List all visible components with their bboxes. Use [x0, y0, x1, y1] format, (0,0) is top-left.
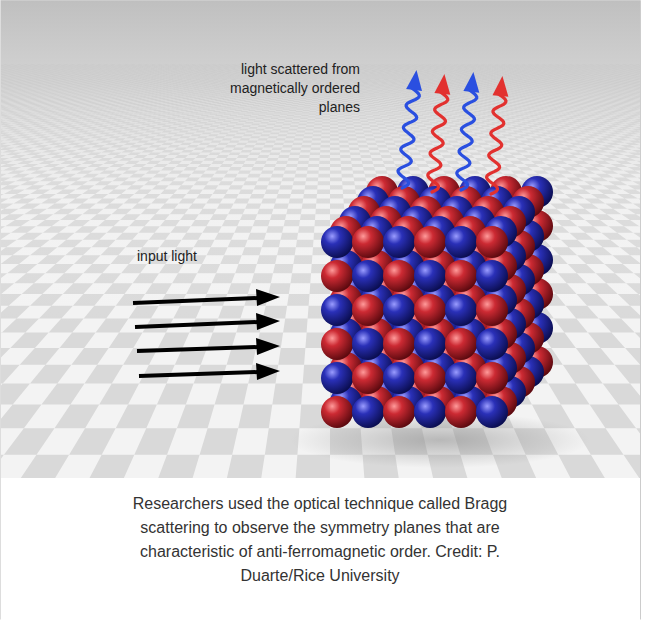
spin-down-atom	[352, 260, 384, 292]
arrow-shaft	[139, 372, 258, 376]
input-light-arrows	[133, 289, 280, 380]
wave-arrow-head	[463, 72, 479, 93]
spin-down-atom	[414, 260, 446, 292]
light-wave	[428, 92, 448, 192]
frame-line	[0, 1, 1, 620]
wave-arrow-head	[434, 74, 450, 95]
spin-down-atom	[476, 260, 508, 292]
spin-down-atom	[321, 294, 353, 326]
spin-down-atom	[445, 226, 477, 258]
spin-up-atom	[321, 260, 353, 292]
spin-up-atom	[383, 328, 415, 360]
wave-label: light scattered from magnetically ordere…	[186, 60, 360, 117]
spin-down-atom	[414, 396, 446, 428]
arrow-shaft	[135, 322, 258, 327]
spin-up-atom	[476, 294, 508, 326]
spin-up-atom	[414, 362, 446, 394]
spin-down-atom	[476, 328, 508, 360]
spin-down-atom	[445, 294, 477, 326]
spin-up-atom	[476, 362, 508, 394]
light-wave	[398, 88, 419, 189]
spin-up-atom	[414, 294, 446, 326]
spin-down-atom	[352, 396, 384, 428]
spin-down-atom	[445, 362, 477, 394]
spin-up-atom	[445, 328, 477, 360]
spin-up-atom	[383, 396, 415, 428]
arrow-head	[256, 338, 280, 355]
image-area	[1, 1, 640, 478]
spin-up-atom	[321, 328, 353, 360]
spin-down-atom	[352, 328, 384, 360]
spin-down-atom	[383, 294, 415, 326]
spin-up-atom	[414, 226, 446, 258]
spin-down-atom	[414, 328, 446, 360]
spin-up-atom	[321, 396, 353, 428]
frame-line	[1, 0, 641, 1]
spin-up-atom	[445, 260, 477, 292]
arrow-head	[256, 289, 280, 306]
arrow-head	[256, 363, 280, 380]
arrow-shaft	[137, 347, 258, 351]
frame-line	[640, 1, 641, 620]
spin-up-atom	[445, 396, 477, 428]
wave-arrow-head	[493, 76, 509, 97]
spin-down-atom	[321, 226, 353, 258]
spin-up-atom	[352, 226, 384, 258]
spin-up-atom	[352, 294, 384, 326]
spin-up-atom	[352, 362, 384, 394]
spin-down-atom	[476, 396, 508, 428]
spin-down-atom	[383, 226, 415, 258]
spin-up-atom	[476, 226, 508, 258]
fog-gradient	[1, 1, 640, 330]
arrow-head	[256, 313, 280, 330]
spin-down-atom	[383, 362, 415, 394]
arrow-shaft	[133, 298, 258, 303]
spin-up-atom	[383, 260, 415, 292]
light-wave	[487, 94, 506, 194]
spin-lattice-cube	[321, 176, 553, 428]
figure-caption: Researchers used the optical technique c…	[100, 492, 540, 588]
light-wave	[457, 90, 477, 190]
spin-down-atom	[321, 362, 353, 394]
scattered-light-waves	[398, 70, 508, 194]
input-label: input light	[137, 247, 257, 266]
wave-arrow-head	[406, 70, 422, 91]
